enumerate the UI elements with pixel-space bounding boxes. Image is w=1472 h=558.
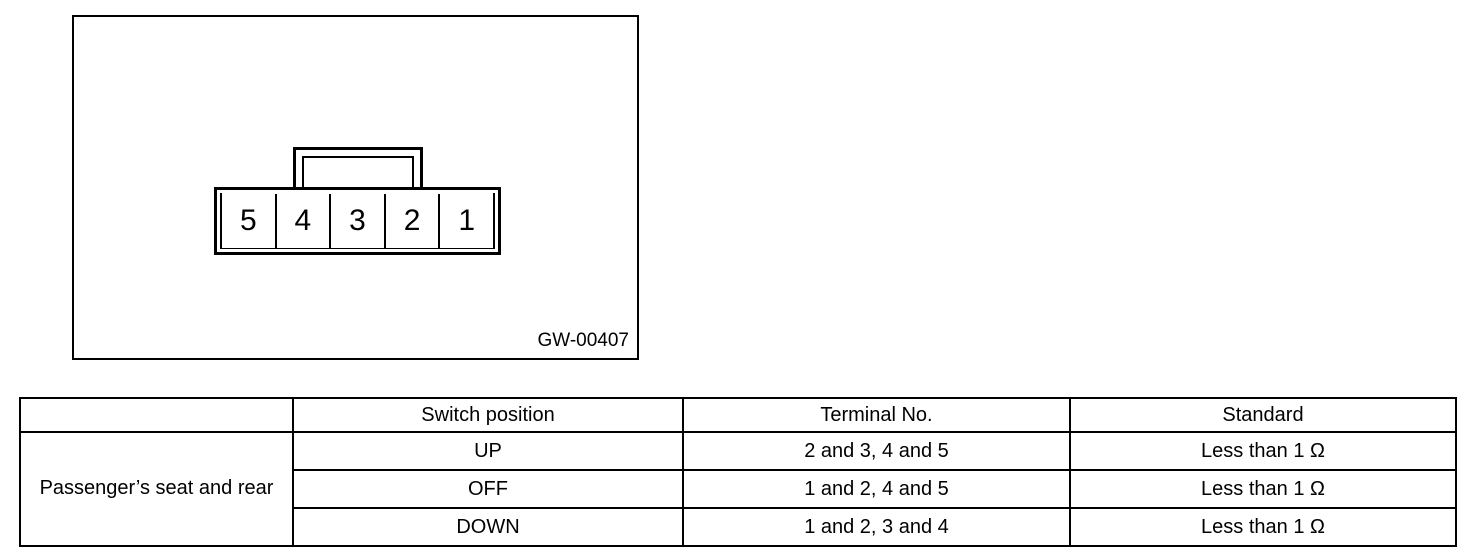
table-row: DOWN 1 and 2, 3 and 4 Less than 1 Ω: [20, 507, 1457, 547]
connector-pin-1: 1: [440, 194, 493, 248]
column-header-standard: Standard: [1069, 397, 1457, 433]
cell-component-name: Passenger’s seat and rear: [19, 431, 294, 547]
connector-pin-4: 4: [276, 194, 332, 248]
cell-switch-position: OFF: [292, 469, 684, 509]
table-row: OFF 1 and 2, 4 and 5 Less than 1 Ω: [20, 469, 1457, 509]
inspection-table: Switch position Terminal No. Standard Pa…: [19, 397, 1457, 547]
table-row: Passenger’s seat and rear UP 2 and 3, 4 …: [19, 431, 1457, 547]
figure-code-label: GW-00407: [537, 330, 629, 351]
column-header-switch-position: Switch position: [292, 397, 684, 433]
connector-pin-2: 2: [385, 194, 441, 248]
cell-standard: Less than 1 Ω: [1069, 469, 1457, 509]
cell-switch-position: UP: [292, 431, 684, 471]
connector-illustration: 5 4 3 2 1: [212, 147, 502, 259]
cell-standard: Less than 1 Ω: [1069, 431, 1457, 471]
column-header-component: [19, 397, 294, 433]
cell-standard: Less than 1 Ω: [1069, 507, 1457, 547]
connector-pin-3: 3: [331, 194, 386, 248]
cell-terminal-no: 1 and 2, 3 and 4: [682, 507, 1071, 547]
connector-pin-row: 5 4 3 2 1: [222, 194, 493, 248]
connector-pin-5: 5: [222, 194, 277, 248]
cell-terminal-no: 2 and 3, 4 and 5: [682, 431, 1071, 471]
connector-figure-panel: 5 4 3 2 1 GW-00407: [72, 15, 639, 360]
cell-switch-position: DOWN: [292, 507, 684, 547]
cell-terminal-no: 1 and 2, 4 and 5: [682, 469, 1071, 509]
table-header-row: Switch position Terminal No. Standard: [19, 397, 1457, 433]
column-header-terminal-no: Terminal No.: [682, 397, 1071, 433]
